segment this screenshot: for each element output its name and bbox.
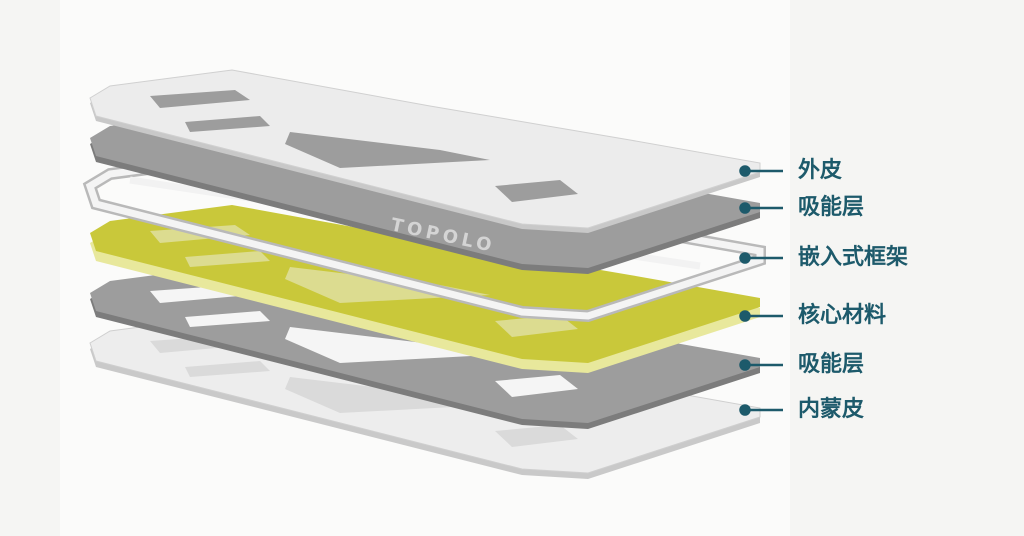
label-embedded-frame: 嵌入式框架	[798, 245, 909, 270]
label-outer-skin: 外皮	[798, 158, 843, 183]
leader-lines	[739, 165, 783, 416]
label-core-material: 核心材料	[798, 303, 887, 328]
label-absorber-lower: 吸能层	[798, 352, 865, 377]
label-inner-skin: 内蒙皮	[798, 397, 865, 422]
label-absorber-upper: 吸能层	[798, 195, 865, 220]
